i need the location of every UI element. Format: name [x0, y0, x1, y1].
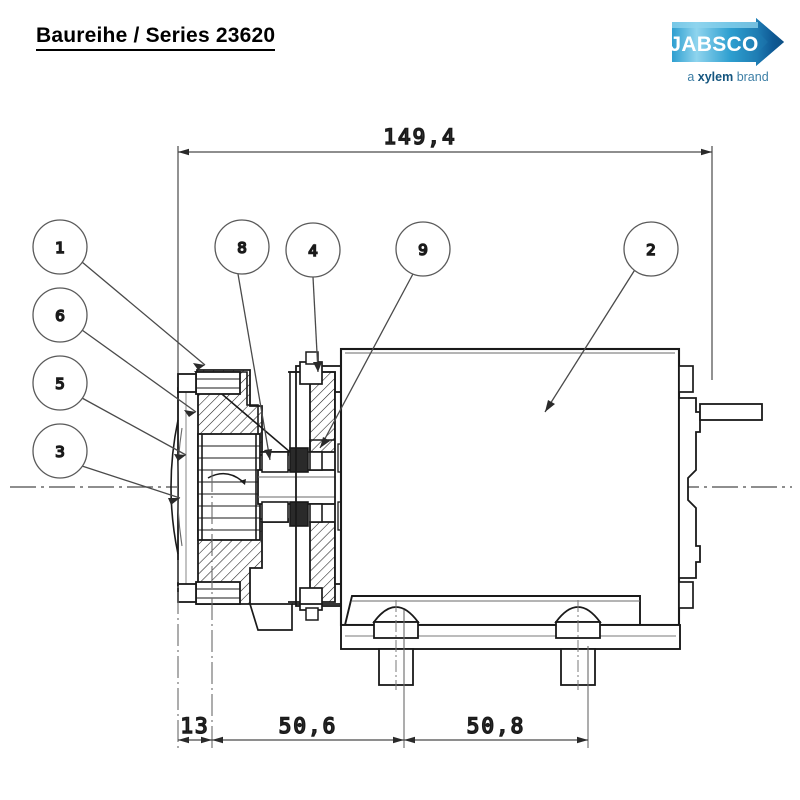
balloon-label-1: 1 — [55, 239, 65, 257]
balloon-leaders — [81, 261, 637, 505]
balloon-4[interactable]: 4 — [285, 222, 341, 278]
balloon-label-9: 9 — [418, 241, 428, 259]
logo-tagline: a xylem brand — [672, 70, 784, 84]
balloon-label-3: 3 — [55, 443, 65, 461]
balloon-label-2: 2 — [646, 241, 656, 259]
motor-rear-cap — [678, 365, 763, 609]
page-title: Baureihe / Series 23620 — [36, 24, 276, 51]
balloon-label-6: 6 — [55, 307, 65, 325]
bottom-extension-lines — [177, 470, 589, 748]
shaft-seals — [261, 447, 323, 527]
motor-body — [339, 347, 763, 690]
dimension-label-13: 13 — [180, 714, 209, 738]
logo-tagline-brand: xylem — [697, 70, 734, 84]
svg-text:JABSCO: JABSCO — [672, 33, 759, 56]
pump-head-section — [170, 351, 449, 631]
logo-tagline-suffix: brand — [733, 70, 769, 84]
foot-bolt-2 — [554, 600, 602, 690]
dimension-13 — [178, 736, 212, 744]
balloon-1[interactable]: 1 — [32, 219, 88, 275]
balloon-label-4: 4 — [308, 242, 318, 260]
dimension-label-50-8: 50,8 — [467, 714, 526, 738]
balloon-label-8: 8 — [237, 239, 247, 257]
balloon-5[interactable]: 5 — [32, 355, 88, 411]
dimension-label-50-6: 50,6 — [279, 714, 338, 738]
balloon-8[interactable]: 8 — [214, 219, 270, 275]
pump-bottom-bolt — [177, 581, 241, 605]
dimension-label-149-4: 149,4 — [383, 125, 456, 149]
balloon-6[interactable]: 6 — [32, 287, 88, 343]
logo-tagline-prefix: a — [687, 70, 698, 84]
jabsco-logo: JABSCO a xylem brand — [672, 18, 784, 96]
balloon-2[interactable]: 2 — [623, 221, 679, 277]
dimension-50-8 — [404, 736, 588, 744]
foot-bolt-1 — [372, 600, 420, 690]
balloon-9[interactable]: 9 — [395, 221, 451, 277]
pump-top-bolt — [177, 371, 241, 395]
dimension-50-6 — [212, 736, 404, 744]
logo-arrow: JABSCO — [672, 18, 784, 66]
balloon-3[interactable]: 3 — [32, 423, 88, 479]
balloon-label-5: 5 — [55, 375, 65, 393]
dimension-overall-length — [177, 146, 713, 380]
